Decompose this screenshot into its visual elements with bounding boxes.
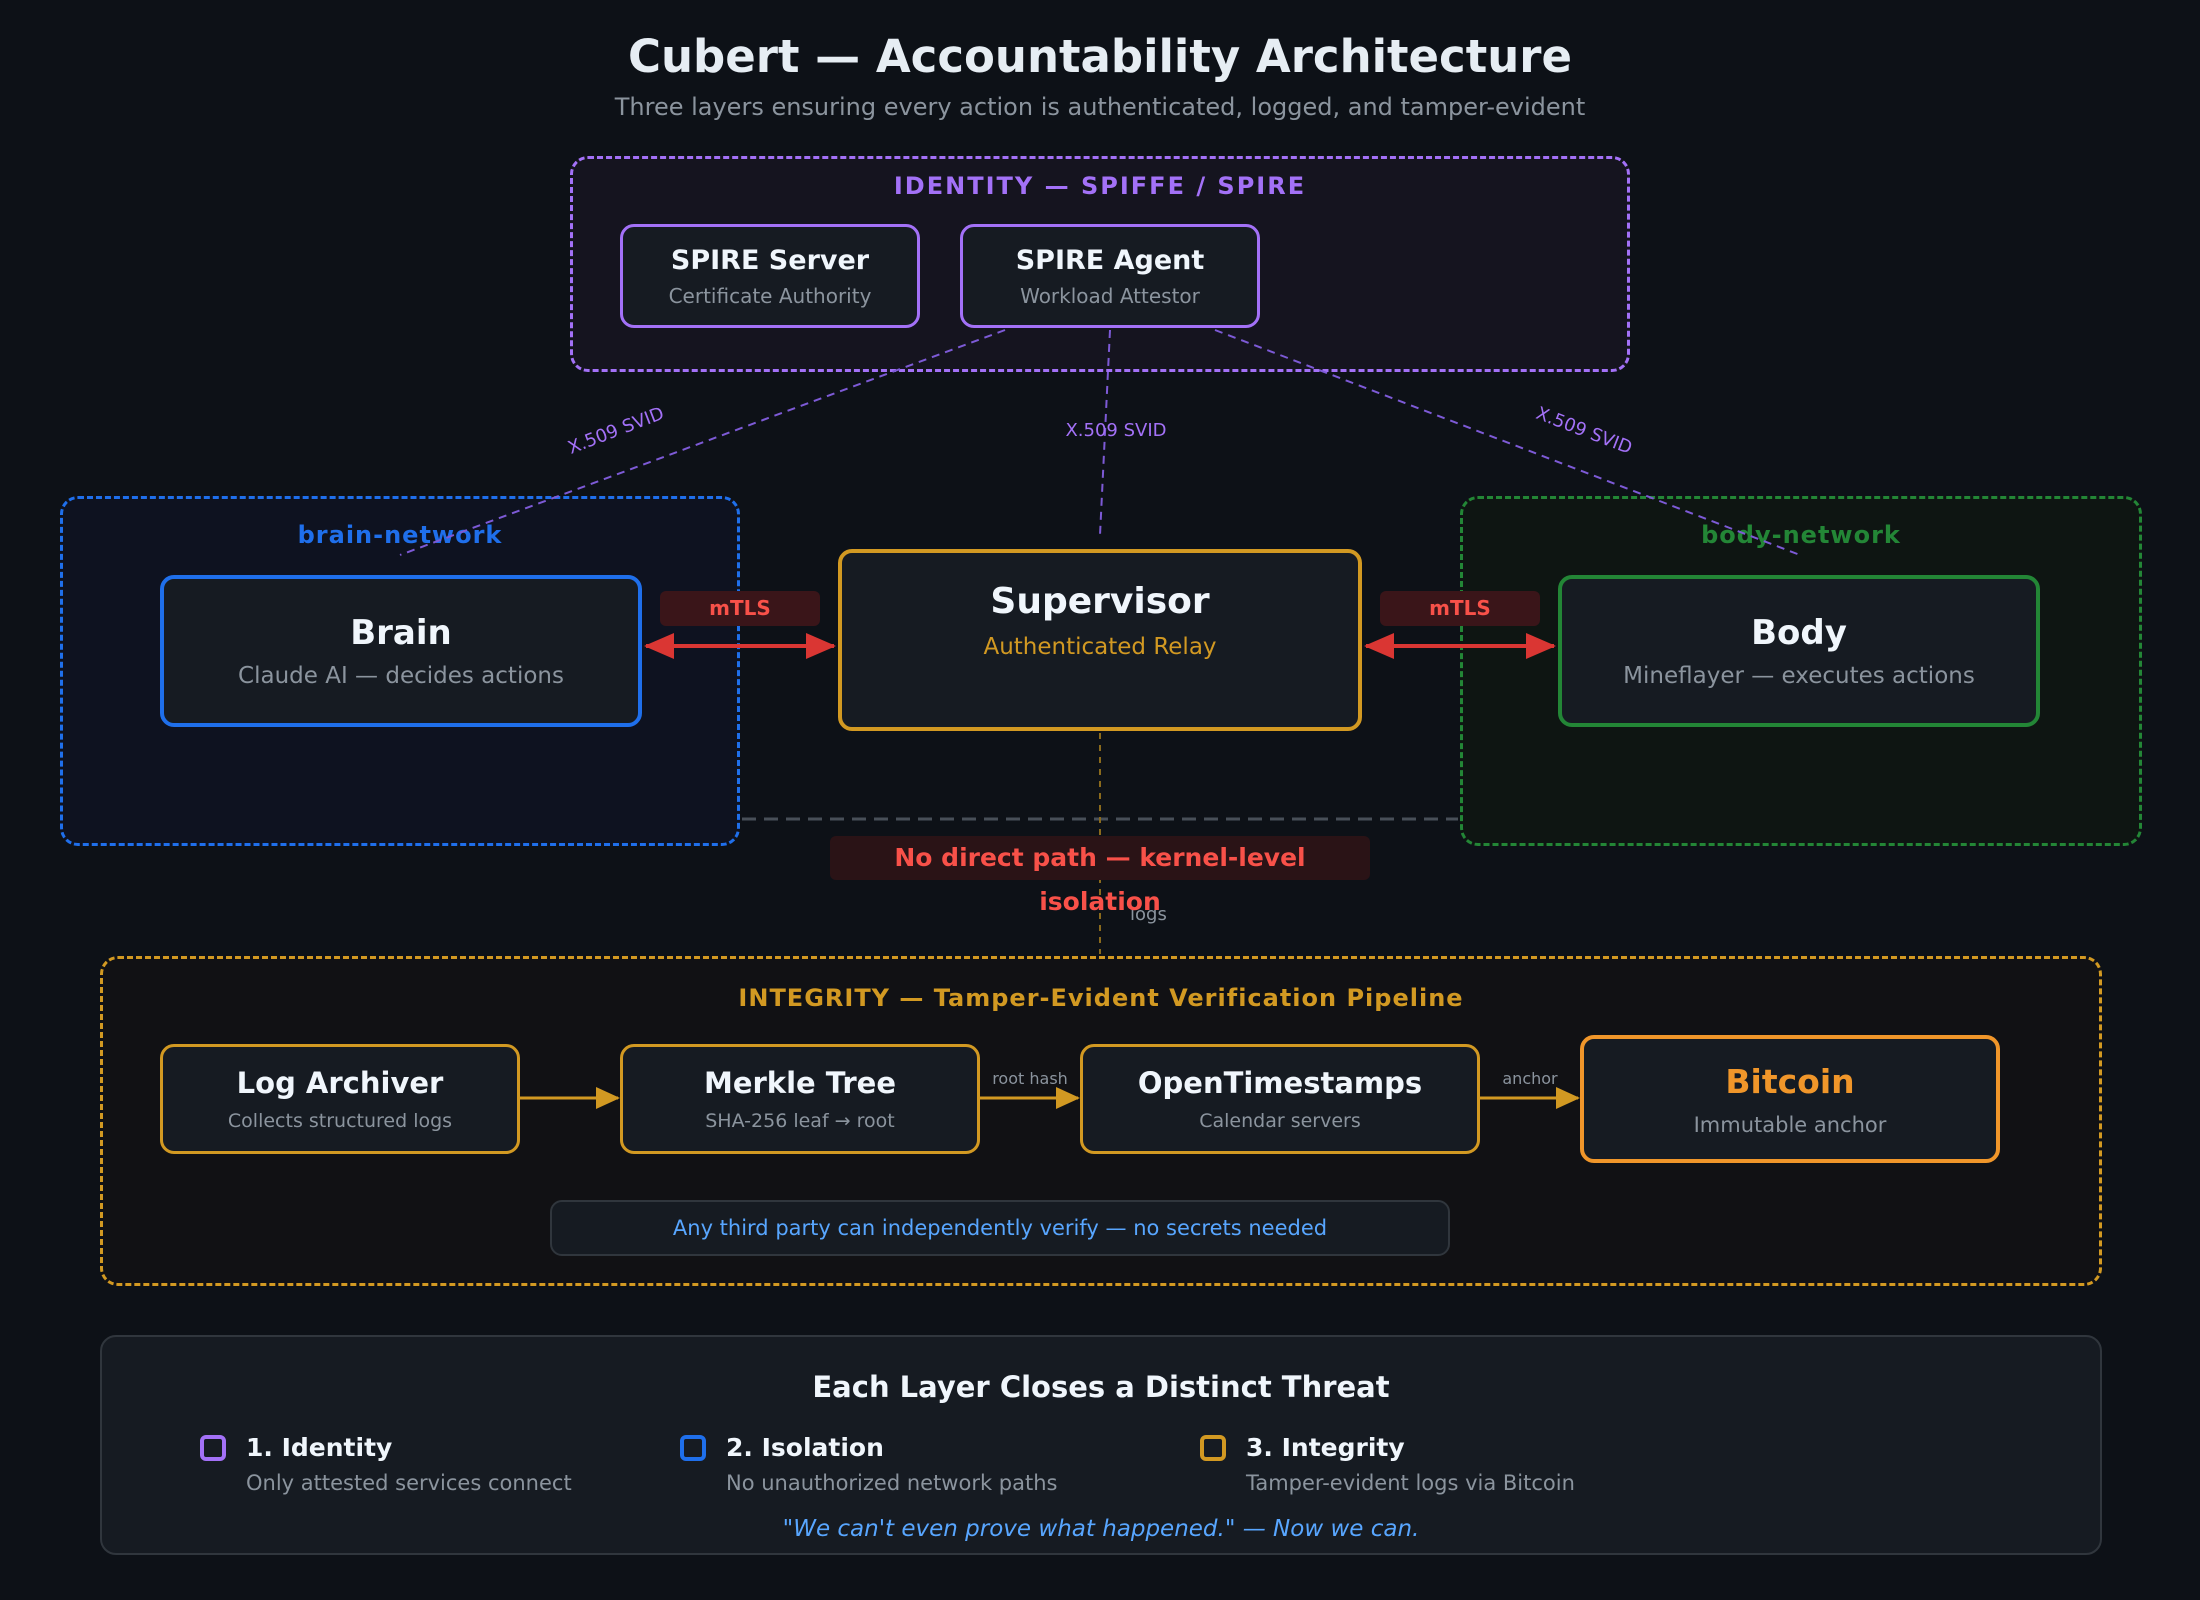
legend-integrity-title: 3. Integrity [1246,1433,1405,1462]
body-network-label: body-network [1701,521,1901,549]
supervisor-box: Supervisor Authenticated Relay [838,549,1362,731]
legend-isolation-title: 2. Isolation [726,1433,884,1462]
brain-box: Brain Claude AI — decides actions [160,575,642,727]
legend-identity-title: 1. Identity [246,1433,393,1462]
mtls-tag-left: mTLS [660,591,820,626]
legend-item-isolation: 2. Isolation No unauthorized network pat… [680,1433,1100,1503]
opentimestamps-desc: Calendar servers [1199,1110,1361,1132]
spire-agent-name: SPIRE Agent [1015,244,1205,276]
legend-item-identity: 1. Identity Only attested services conne… [200,1433,620,1503]
log-archiver-name: Log Archiver [236,1066,444,1100]
log-archiver-desc: Collects structured logs [227,1110,453,1132]
supervisor-name: Supervisor [990,581,1210,622]
mtls-tag-right: mTLS [1380,591,1540,626]
identity-swatch [200,1435,226,1461]
body-desc: Mineflayer — executes actions [1623,663,1975,689]
integrity-swatch [1200,1435,1226,1461]
threat-panel-title: Each Layer Closes a Distinct Threat [812,1370,1390,1404]
spire-server-box: SPIRE Server Certificate Authority [620,224,920,328]
svid-label-left: X.509 SVID [565,403,667,459]
spire-agent-box: SPIRE Agent Workload Attestor [960,224,1260,328]
spire-server-desc: Certificate Authority [668,283,872,308]
spire-agent-desc: Workload Attestor [1020,283,1200,308]
threat-panel [100,1335,2102,1555]
isolation-swatch [680,1435,706,1461]
spire-server-name: SPIRE Server [670,244,870,276]
opentimestamps-name: OpenTimestamps [1137,1066,1423,1100]
log-archiver-box: Log Archiver Collects structured logs [160,1044,520,1154]
identity-zone-label: IDENTITY — SPIFFE / SPIRE [893,172,1307,200]
diagram-subtitle: Three layers ensuring every action is au… [614,93,1586,121]
legend-isolation-desc: No unauthorized network paths [726,1471,1058,1495]
isolation-tag: No direct path — kernel-level isolation [830,836,1370,916]
brain-desc: Claude AI — decides actions [238,663,564,689]
legend-integrity-desc: Tamper-evident logs via Bitcoin [1246,1471,1575,1495]
legend-identity-desc: Only attested services connect [246,1471,572,1495]
bitcoin-name: Bitcoin [1725,1061,1855,1101]
bitcoin-box: Bitcoin Immutable anchor [1580,1035,2000,1163]
brain-name: Brain [350,613,452,653]
opentimestamps-box: OpenTimestamps Calendar servers [1080,1044,1480,1154]
merkle-tree-name: Merkle Tree [703,1066,897,1100]
bitcoin-desc: Immutable anchor [1693,1112,1887,1137]
merkle-tree-box: Merkle Tree SHA-256 leaf → root [620,1044,980,1154]
supervisor-desc: Authenticated Relay [983,634,1217,660]
legend-item-integrity: 3. Integrity Tamper-evident logs via Bit… [1200,1433,1640,1503]
merkle-tree-desc: SHA-256 leaf → root [705,1110,895,1132]
body-name: Body [1751,613,1847,653]
brain-network-label: brain-network [297,521,503,549]
integrity-zone-label: INTEGRITY — Tamper-Evident Verification … [738,984,1464,1012]
diagram-title: Cubert — Accountability Architecture [628,30,1572,83]
svid-label-right: X.509 SVID [1533,403,1635,459]
verification-note: Any third party can independently verify… [550,1200,1450,1256]
body-box: Body Mineflayer — executes actions [1558,575,2040,727]
closing-quote: "We can't even prove what happened." — N… [782,1516,1420,1542]
svid-label-center: X.509 SVID [1065,420,1166,441]
